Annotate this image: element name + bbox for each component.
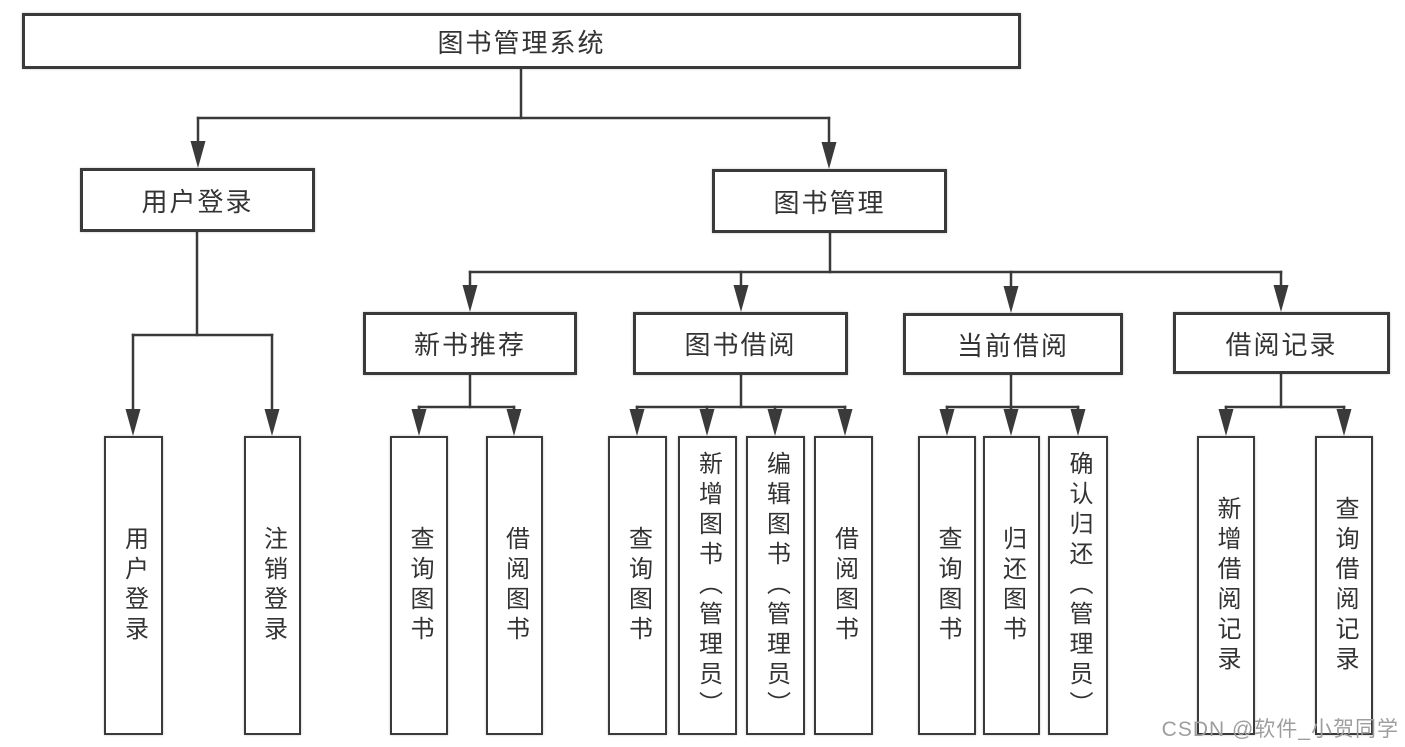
node-label-cb-confirm-return: 确认归还（管理员） <box>1065 450 1092 721</box>
arrowhead-icon <box>1273 285 1289 312</box>
node-label-nbr-query-books: 查询图书 <box>406 525 433 646</box>
node-label-current-borrowing: 当前借阅 <box>956 330 1069 361</box>
node-label-book-borrowing: 图书借阅 <box>684 330 797 360</box>
arrowhead-icon <box>1003 409 1019 436</box>
node-label-bb-edit-books: 编辑图书（管理员） <box>762 450 790 721</box>
arrowhead-icon <box>125 409 141 436</box>
arrowhead-icon <box>837 409 853 436</box>
node-label-bb-query-books: 查询图书 <box>624 525 652 646</box>
node-borrowing-records: 借阅记录 <box>1173 312 1390 374</box>
node-label-bb-borrow-books: 借阅图书 <box>830 525 858 646</box>
arrowhead-icon <box>190 141 206 168</box>
node-nbr-borrow-books: 借阅图书 <box>486 436 543 735</box>
node-label-new-book-recommend: 新书推荐 <box>413 330 526 360</box>
node-cb-query-books: 查询图书 <box>918 436 976 735</box>
node-book-borrowing: 图书借阅 <box>633 312 848 375</box>
node-cb-confirm-return: 确认归还（管理员） <box>1048 436 1108 735</box>
node-bb-borrow-books: 借阅图书 <box>814 436 873 735</box>
node-label-br-query-record: 查询借阅记录 <box>1331 495 1358 676</box>
node-label-leaf-logout: 注销登录 <box>259 525 287 646</box>
node-bb-edit-books: 编辑图书（管理员） <box>746 436 805 735</box>
node-bb-query-books: 查询图书 <box>608 436 667 735</box>
arrowhead-icon <box>1218 409 1234 436</box>
node-label-cb-query-books: 查询图书 <box>934 525 961 646</box>
node-new-book-recommend: 新书推荐 <box>363 312 577 375</box>
arrowhead-icon <box>411 409 427 436</box>
arrowhead-icon <box>264 409 280 436</box>
node-label-br-add-record: 新增借阅记录 <box>1213 495 1240 676</box>
node-label-bb-add-books: 新增图书（管理员） <box>694 450 722 721</box>
arrowhead-icon <box>767 409 783 436</box>
node-root: 图书管理系统 <box>22 13 1021 69</box>
node-br-query-record: 查询借阅记录 <box>1315 436 1373 735</box>
node-label-borrowing-records: 借阅记录 <box>1225 329 1338 360</box>
node-bb-add-books: 新增图书（管理员） <box>678 436 737 735</box>
arrowhead-icon <box>462 285 478 312</box>
node-user-login: 用户登录 <box>80 168 315 232</box>
node-nbr-query-books: 查询图书 <box>390 436 448 735</box>
node-label-root: 图书管理系统 <box>437 27 606 58</box>
arrowhead-icon <box>821 142 837 169</box>
node-label-nbr-borrow-books: 借阅图书 <box>501 525 529 646</box>
arrowhead-icon <box>699 409 715 436</box>
node-current-borrowing: 当前借阅 <box>903 313 1123 375</box>
node-label-book-management: 图书管理 <box>773 187 886 218</box>
node-cb-return-books: 归还图书 <box>983 436 1040 735</box>
node-label-leaf-user-login: 用户登录 <box>120 525 148 646</box>
node-label-cb-return-books: 归还图书 <box>998 525 1026 646</box>
arrowhead-icon <box>733 285 749 312</box>
node-br-add-record: 新增借阅记录 <box>1197 436 1255 735</box>
arrowhead-icon <box>506 409 522 436</box>
node-leaf-user-login: 用户登录 <box>104 436 163 735</box>
node-leaf-logout: 注销登录 <box>244 436 301 735</box>
arrowhead-icon <box>1070 409 1086 436</box>
arrowhead-icon <box>629 409 645 436</box>
node-label-user-login: 用户登录 <box>141 186 254 217</box>
arrowhead-icon <box>1336 409 1352 436</box>
arrowhead-icon <box>939 409 955 436</box>
arrowhead-icon <box>1003 286 1019 313</box>
node-book-management: 图书管理 <box>712 169 947 233</box>
